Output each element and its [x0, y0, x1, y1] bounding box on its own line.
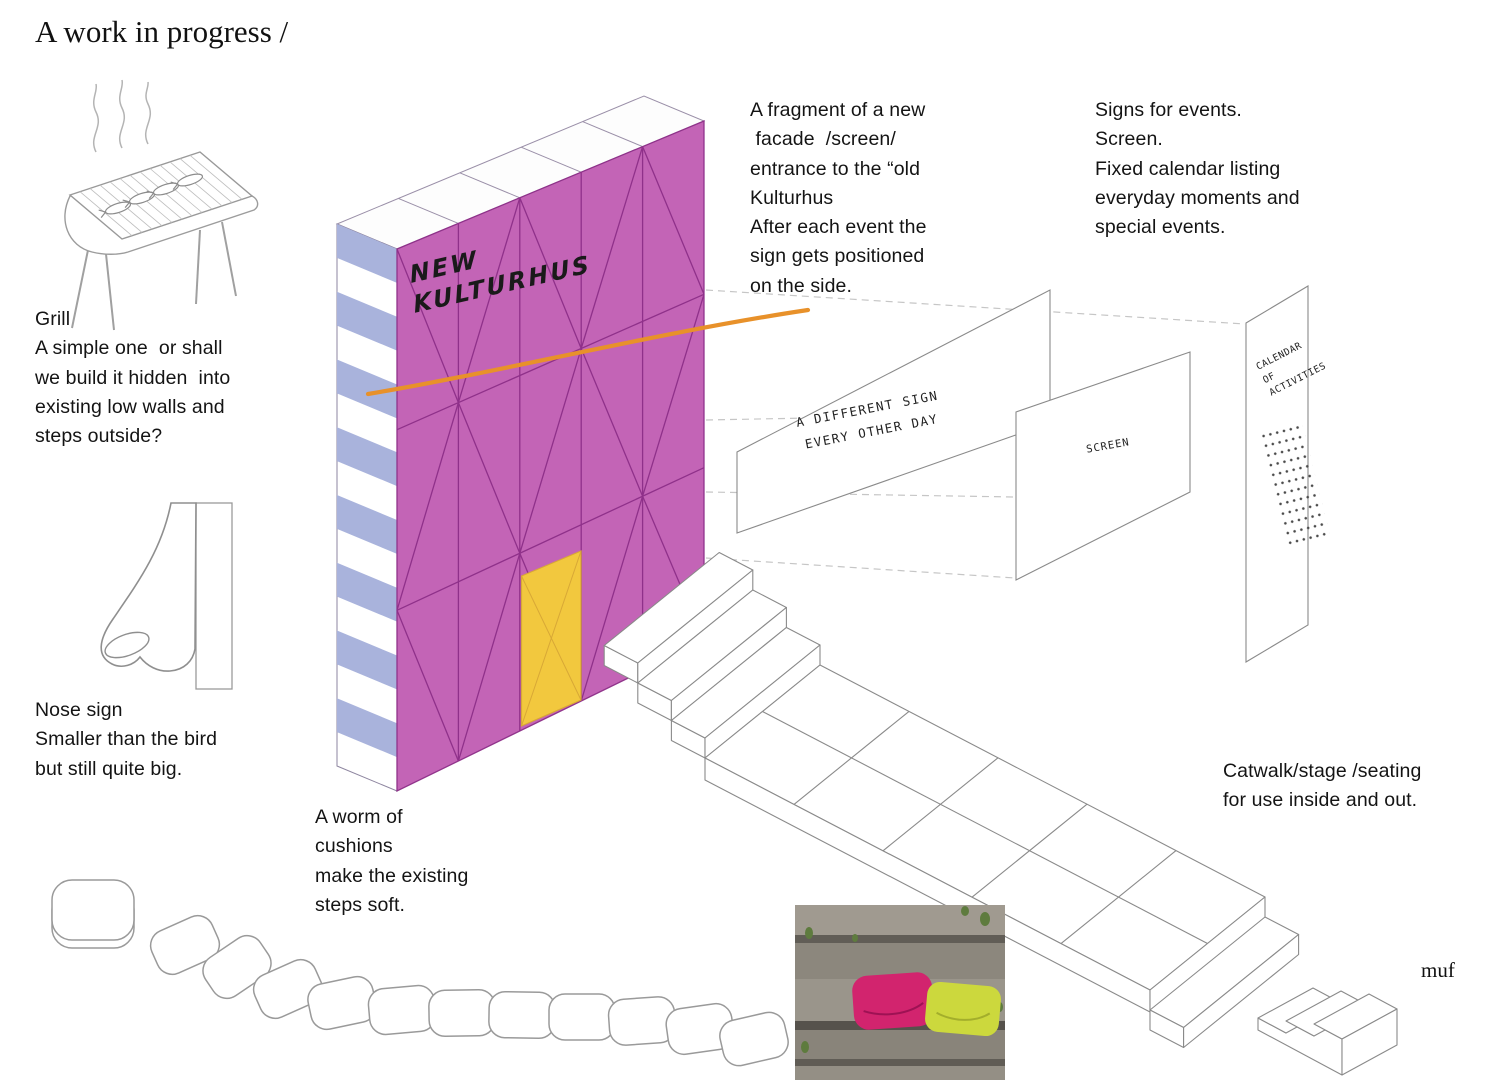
kulturhus-facade [335, 95, 706, 793]
catwalk-caption: Catwalk/stage /seating for use inside an… [1223, 760, 1422, 812]
facade-rafters [398, 121, 643, 224]
yellow-cushion [925, 981, 1001, 1037]
nostril [104, 631, 150, 659]
facade-note: A fragment of a new facade /screen/ entr… [750, 99, 927, 297]
worm-caption: A worm of cushions make the existing ste… [315, 806, 469, 916]
grill-caption: Grill A simple one or shall we build it … [35, 308, 231, 447]
pink-cushion [852, 972, 934, 1030]
facade-front [397, 121, 704, 791]
grill-legs [71, 221, 237, 331]
signs-note: Signs for events. Screen. Fixed calendar… [1095, 99, 1300, 238]
catwalk-drawing [603, 551, 1300, 1049]
grill-icon [64, 79, 259, 331]
nose-outline [100, 502, 197, 672]
screen-panel [1015, 351, 1191, 581]
page-title: A work in progress / [35, 14, 289, 49]
nose-caption: Nose sign Smaller than the bird but stil… [35, 699, 218, 780]
nose-icon [100, 502, 233, 690]
cushions-photo [795, 905, 1005, 1080]
grill-top [68, 151, 254, 240]
steps-sketch [1257, 987, 1398, 1076]
credit: muf [1421, 958, 1455, 982]
smoke-icon [93, 79, 151, 153]
facade-door [520, 550, 582, 727]
facade-stripes [337, 224, 397, 758]
fish-icon [98, 173, 204, 219]
annotation-line [365, 307, 811, 397]
cushion-worm-drawing [51, 879, 789, 1067]
